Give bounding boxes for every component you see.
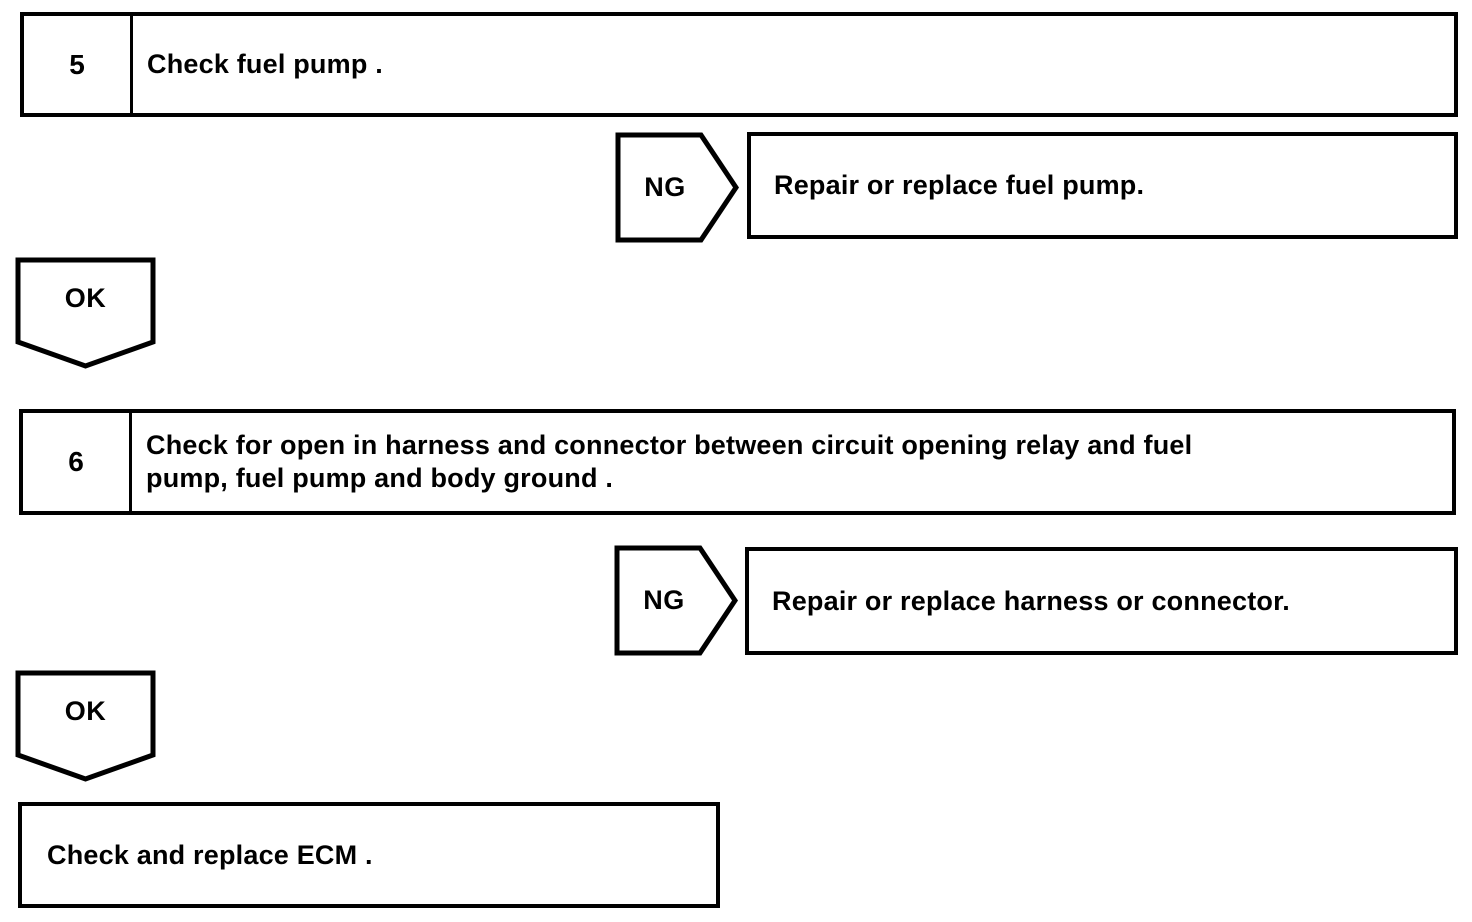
step-6-instruction-line-1: Check for open in harness and connector … bbox=[146, 430, 1193, 460]
step-5-box: 5 Check fuel pump . bbox=[20, 12, 1458, 117]
final-action-box: Check and replace ECM . bbox=[18, 802, 720, 908]
ok-label: OK bbox=[64, 282, 107, 313]
ng-result-text: Repair or replace harness or connector. bbox=[772, 585, 1290, 616]
ng-pentagon-icon bbox=[614, 545, 738, 656]
ok-connector-step-5: OK bbox=[15, 257, 156, 369]
ok-pentagon-icon bbox=[15, 257, 156, 369]
step-6-box: 6 Check for open in harness and connecto… bbox=[19, 409, 1456, 515]
ng-label: NG bbox=[643, 585, 685, 615]
ok-connector-step-6: OK bbox=[15, 670, 156, 782]
step-5-number: 5 bbox=[24, 16, 133, 113]
step-5-instruction: Check fuel pump . bbox=[147, 49, 383, 79]
ng-result-box-step-5: Repair or replace fuel pump. bbox=[747, 132, 1458, 239]
ng-result-text: Repair or replace fuel pump. bbox=[774, 170, 1145, 200]
step-6-number: 6 bbox=[23, 413, 132, 511]
ng-result-box-step-6: Repair or replace harness or connector. bbox=[745, 547, 1458, 655]
ng-connector-step-6: NG bbox=[614, 545, 738, 656]
step-6-instruction: Check for open in harness and connector … bbox=[132, 413, 1452, 511]
ok-label: OK bbox=[64, 695, 107, 726]
ok-pentagon-icon bbox=[15, 670, 156, 782]
step-6-instruction-line-2: pump, fuel pump and body ground . bbox=[146, 463, 614, 493]
ng-connector-step-5: NG bbox=[615, 132, 739, 243]
ng-label: NG bbox=[644, 172, 686, 202]
final-action-text: Check and replace ECM . bbox=[47, 839, 373, 870]
ng-pentagon-icon bbox=[615, 132, 739, 243]
